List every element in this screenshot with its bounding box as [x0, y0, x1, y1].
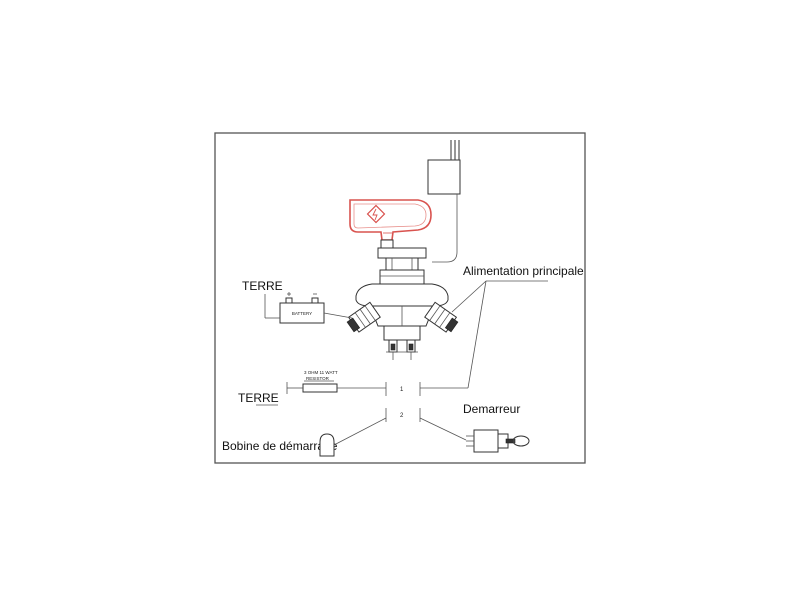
resistor-spec: 3 OHM 11 WATT [304, 370, 338, 375]
left-stud-terminal [346, 301, 381, 333]
right-stud-terminal [424, 301, 459, 333]
starter-key-switch [419, 417, 530, 453]
battery-isolator-switch [355, 239, 449, 360]
alimentation-label: Alimentation principale [463, 264, 584, 278]
terre-bottom-label: TERRE [238, 391, 279, 405]
terre-top-label: TERRE [242, 279, 283, 293]
battery-label: BATTERY [292, 311, 312, 316]
top-relay-box [427, 140, 461, 263]
starter-coil [319, 433, 335, 457]
resistor-label: RESISTOR [306, 376, 330, 381]
bobine-label: Bobine de démarrage [222, 439, 338, 453]
isolator-key-handle [349, 199, 432, 241]
diagram-frame [214, 132, 586, 464]
demarreur-label: Demarreur [463, 402, 520, 416]
terminal-1-label: 1 [400, 387, 404, 393]
battery: BATTERY [279, 292, 325, 324]
resistor: 3 OHM 11 WATT RESISTOR [302, 370, 338, 393]
terminal-2-label: 2 [400, 413, 404, 419]
